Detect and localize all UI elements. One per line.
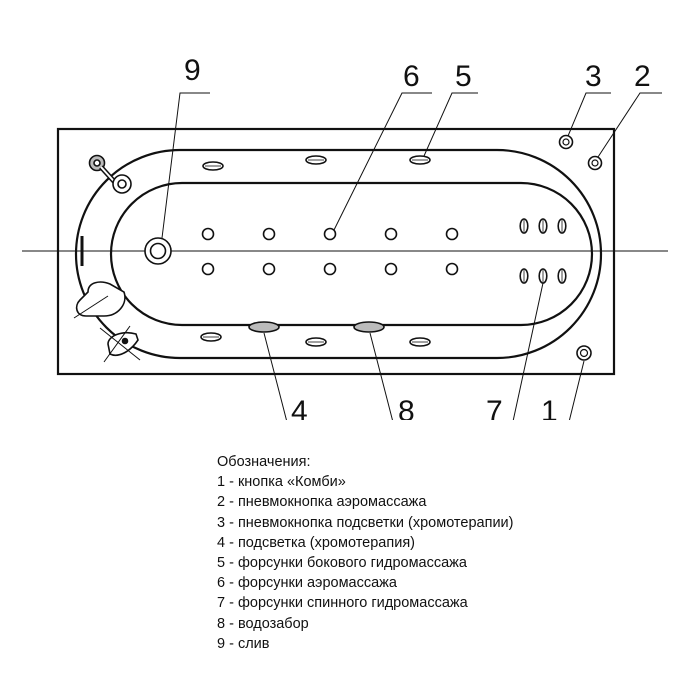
aero-nozzles xyxy=(201,227,459,276)
callout-6: 6 xyxy=(403,60,420,93)
chromotherapy-button xyxy=(558,134,574,150)
callout-9: 9 xyxy=(184,54,201,87)
aero-nozzle xyxy=(201,262,215,276)
drain-inner xyxy=(149,242,167,260)
callout-7: 7 xyxy=(486,395,503,420)
callout-8: 8 xyxy=(398,395,415,420)
aero-nozzle xyxy=(445,262,459,276)
legend-item: 5 - форсунки бокового гидромассажа xyxy=(217,555,467,572)
legend-item: 8 - водозабор xyxy=(217,615,309,632)
legend-item: 7 - форсунки спинного гидромассажа xyxy=(217,595,468,612)
legend-item: 9 - слив xyxy=(217,635,270,652)
callout-1: 1 xyxy=(541,395,558,420)
tub-bottom-outline xyxy=(109,181,594,327)
legend-title: Обозначения: xyxy=(217,454,311,470)
legend: Обозначения: 1 - кнопка «Комби» 2 - пнев… xyxy=(217,452,514,654)
aero-nozzle xyxy=(384,262,398,276)
callout-4: 4 xyxy=(291,395,308,420)
bathtub-diagram: 9 6 5 3 2 4 8 7 1 xyxy=(22,54,668,420)
legend-item: 3 - пневмокнопка подсветки (хромотерапии… xyxy=(217,514,514,531)
combi-button xyxy=(576,345,592,361)
leader-lines xyxy=(161,92,662,420)
aeromassage-button xyxy=(587,155,603,171)
legend-item: 6 - форсунки аэромассажа xyxy=(217,575,397,592)
aero-nozzle xyxy=(323,262,337,276)
overflow-fitting-top xyxy=(88,154,132,194)
callout-5: 5 xyxy=(455,60,472,93)
legend-item: 4 - подсветка (хромотерапия) xyxy=(217,534,416,551)
overflow-fitting-bottom xyxy=(73,281,141,363)
aero-nozzle xyxy=(445,227,459,241)
chromotherapy-light xyxy=(248,321,280,333)
legend-item: 1 - кнопка «Комби» xyxy=(217,474,346,491)
aero-nozzle xyxy=(323,227,337,241)
callout-2: 2 xyxy=(634,60,651,93)
aero-nozzle xyxy=(262,227,276,241)
water-intake xyxy=(353,321,385,333)
aero-nozzle xyxy=(384,227,398,241)
legend-item: 2 - пневмокнопка аэромассажа xyxy=(217,494,427,511)
callout-3: 3 xyxy=(585,60,602,93)
aero-nozzle xyxy=(262,262,276,276)
tub-rim-outline xyxy=(74,148,603,360)
aero-nozzle xyxy=(201,227,215,241)
